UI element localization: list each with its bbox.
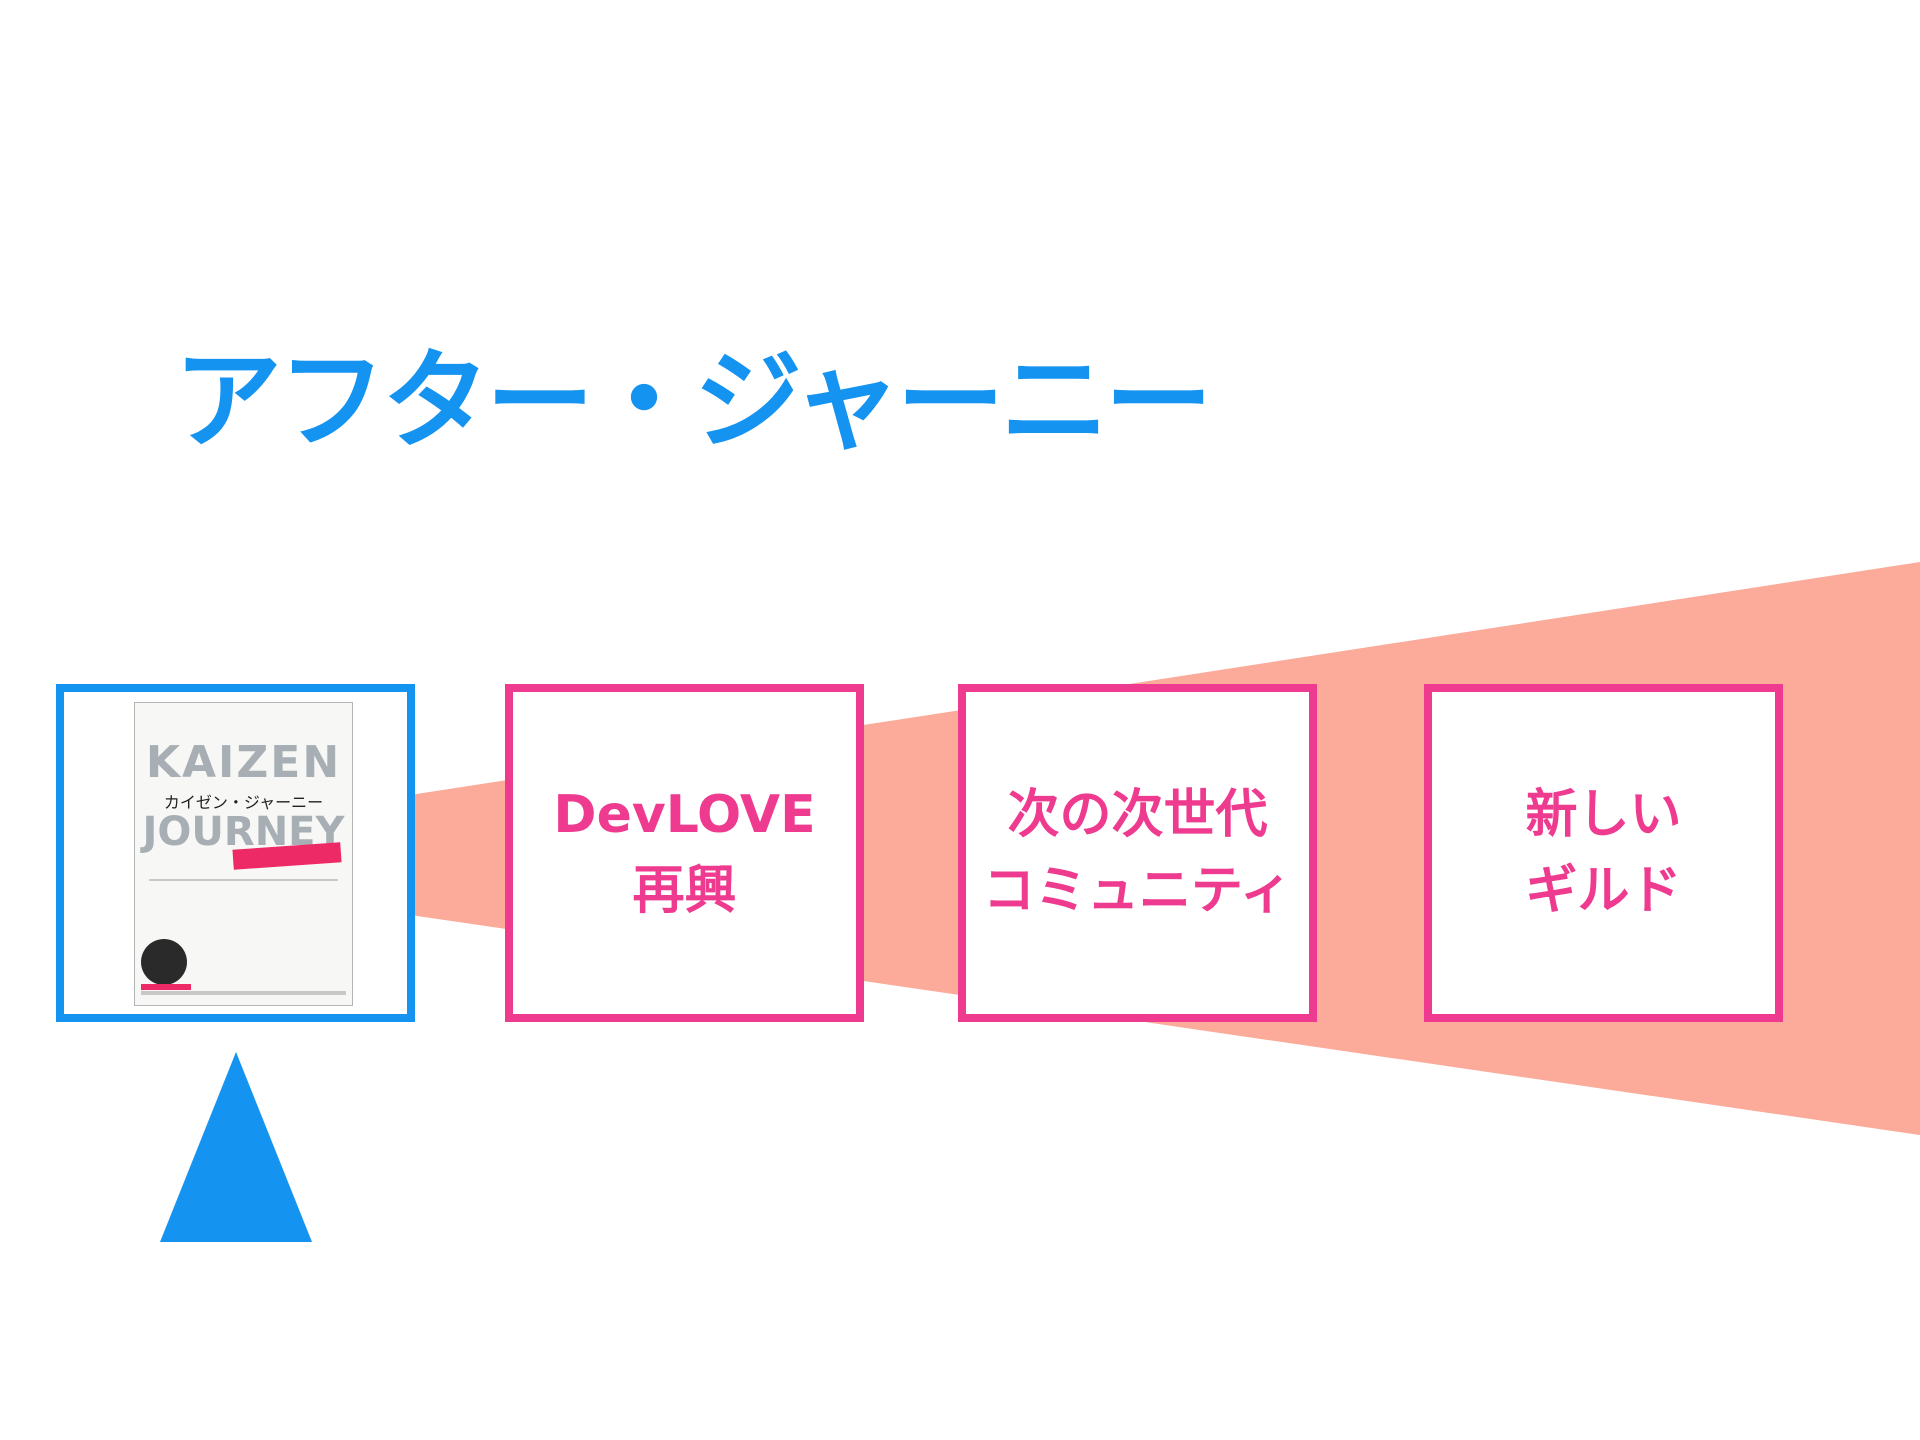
step-label-line: 次の次世代 [1007, 785, 1268, 845]
step-box-community: 次の次世代 コミュニティ [958, 684, 1317, 1022]
step-label-line: 新しい [1525, 785, 1682, 845]
cover-title-kana: カイゼン・ジャーニー [163, 793, 324, 812]
triangle-up-icon [160, 1052, 312, 1242]
book-cover-icon: KAIZEN カイゼン・ジャーニー JOURNEY [134, 702, 353, 1006]
pointer-triangle [160, 1052, 312, 1242]
step-label-line: コミュニティ [983, 861, 1292, 921]
slide-title: アフター・ジャーニー [174, 339, 1213, 464]
step-label-line: ギルド [1525, 861, 1682, 921]
cover-badge [141, 939, 187, 985]
step-box-guild: 新しい ギルド [1424, 684, 1783, 1022]
step-box-devlove: DevLOVE 再興 [505, 684, 864, 1022]
cover-title-word1: KAIZEN [145, 737, 342, 788]
step-label-line: DevLOVE [553, 785, 816, 845]
cover-rule [149, 879, 338, 881]
cover-strip-accent [141, 984, 191, 990]
cover-strip [141, 991, 346, 995]
current-step-box: KAIZEN カイゼン・ジャーニー JOURNEY [56, 684, 415, 1022]
step-label-line: 再興 [632, 861, 737, 921]
